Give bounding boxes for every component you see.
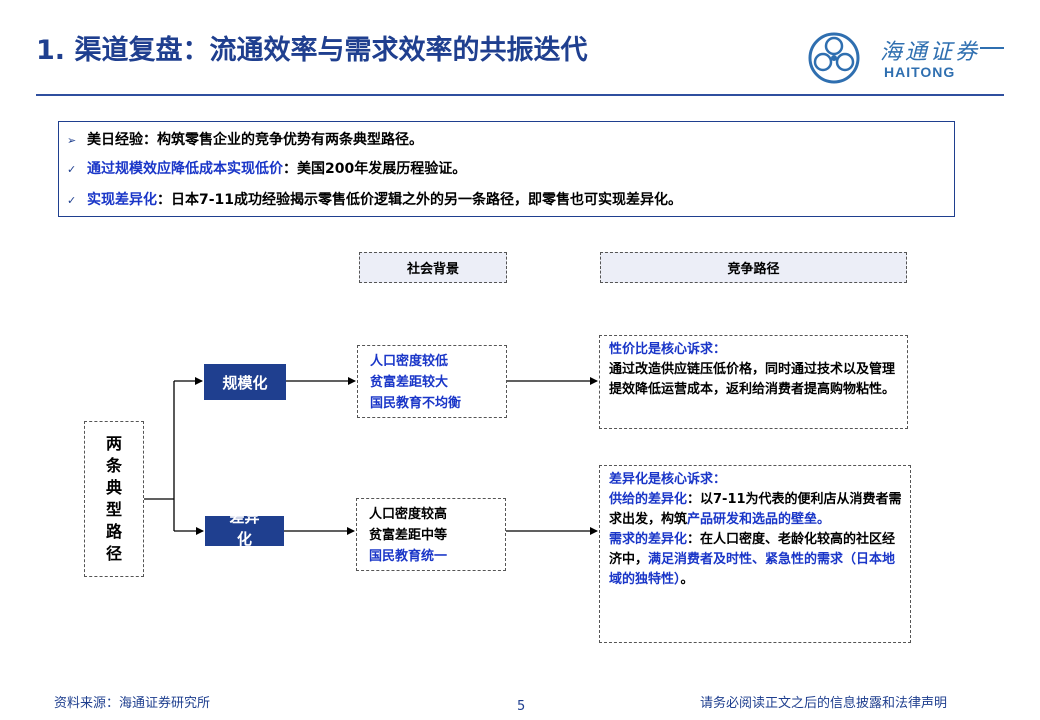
branch-diff-line-2: 化 bbox=[236, 530, 252, 546]
bg-scale-line: 人口密度较低 bbox=[370, 354, 449, 369]
summary-box: ➢ 美日经验：构筑零售企业的竞争优势有两条典型路径。 ✓ 通过规模效应降低成本实现低… bbox=[58, 121, 955, 217]
background-differentiation: 人口密度较高 贫富差距中等 国民教育统一 bbox=[356, 498, 506, 571]
path-diff-demand-end: 。 bbox=[680, 572, 694, 587]
haitong-logo: 海通证券 HAITONG bbox=[804, 30, 1014, 86]
summary-line-3: ✓ 实现差异化：日本7-11成功经验揭示零售低价逻辑之外的另一条路径，即零售也可实… bbox=[67, 189, 682, 209]
branch-scale: 规模化 bbox=[204, 364, 286, 400]
bg-scale-line: 贫富差距较大 bbox=[370, 375, 449, 390]
path-diff-supply-text: ：以7-11为代表的便利店从消费者需求出发，构筑 bbox=[609, 492, 902, 527]
path-diff-supply: 供给的差异化：以7-11为代表的便利店从消费者需求出发，构筑产品研发和选品的壁垒… bbox=[609, 490, 902, 530]
path-differentiation: 差异化是核心诉求： 供给的差异化：以7-11为代表的便利店从消费者需求出发，构筑… bbox=[599, 465, 911, 643]
summary-text-2: ：美国200年发展历程验证。 bbox=[283, 161, 467, 177]
title-divider bbox=[36, 94, 1004, 96]
logo-chinese-text: 海通证券 bbox=[880, 40, 981, 65]
root-char: 条 bbox=[105, 456, 122, 475]
background-scale: 人口密度较低 贫富差距较大 国民教育不均衡 bbox=[357, 345, 507, 418]
summary-text-1: 美日经验：构筑零售企业的竞争优势有两条典型路径。 bbox=[87, 132, 423, 148]
path-diff-heading: 差异化是核心诉求： bbox=[609, 472, 727, 487]
bg-diff-line: 人口密度较高 bbox=[369, 507, 448, 522]
root-char: 型 bbox=[105, 500, 122, 519]
footer-disclaimer: 请务必阅读正文之后的信息披露和法律声明 bbox=[700, 696, 948, 711]
path-diff-demand: 需求的差异化：在人口密度、老龄化较高的社区经济中，满足消费者及时性、紧急性的需求… bbox=[609, 530, 902, 590]
path-scale-heading: 性价比是核心诉求： bbox=[609, 342, 727, 357]
branch-differentiation: 差异 化 bbox=[205, 516, 284, 546]
bg-scale-line: 国民教育不均衡 bbox=[370, 396, 462, 411]
checkmark-icon: ✓ bbox=[67, 163, 77, 176]
root-char: 两 bbox=[105, 434, 122, 453]
header-competition-path: 竞争路径 bbox=[600, 252, 907, 283]
checkmark-icon: ✓ bbox=[67, 194, 77, 207]
path-diff-supply-label: 供给的差异化 bbox=[609, 492, 688, 507]
logo-english-text: HAITONG bbox=[884, 64, 956, 80]
path-scale-body: 通过改造供应链压低价格，同时通过技术以及管理提效降低运营成本，返利给消费者提高购… bbox=[609, 362, 896, 397]
page-number: 5 bbox=[517, 699, 526, 714]
summary-highlight-2: 通过规模效应降低成本实现低价 bbox=[87, 161, 283, 177]
path-diff-supply-highlight: 产品研发和选品的壁垒。 bbox=[687, 512, 831, 527]
triangle-bullet-icon: ➢ bbox=[67, 134, 77, 147]
haitong-logo-icon bbox=[808, 32, 860, 84]
branch-diff-line-1: 差异 bbox=[229, 516, 260, 526]
header-background: 社会背景 bbox=[359, 252, 507, 283]
footer-source: 资料来源：海通证券研究所 bbox=[54, 696, 211, 711]
logo-underline bbox=[980, 47, 1004, 49]
path-diff-demand-label: 需求的差异化 bbox=[609, 532, 688, 547]
root-char: 路 bbox=[105, 522, 122, 541]
summary-text-3: ：日本7-11成功经验揭示零售低价逻辑之外的另一条路径，即零售也可实现差异化。 bbox=[157, 192, 683, 208]
root-node-two-paths: 两 条 典 型 路 径 bbox=[84, 421, 144, 577]
path-diff-demand-highlight: 满足消费者及时性、紧急性的需求（日本地域的独特性） bbox=[609, 552, 896, 587]
page-title: 1. 渠道复盘：流通效率与需求效率的共振迭代 bbox=[36, 35, 588, 66]
summary-line-1: ➢ 美日经验：构筑零售企业的竞争优势有两条典型路径。 bbox=[67, 129, 423, 149]
root-char: 典 bbox=[105, 478, 122, 497]
summary-highlight-3: 实现差异化 bbox=[87, 192, 157, 208]
root-char: 径 bbox=[105, 544, 122, 563]
bg-diff-line: 贫富差距中等 bbox=[369, 528, 448, 543]
path-diff-demand-text: ：在人口密度、老龄化较高的社区经济中， bbox=[609, 532, 896, 567]
bg-diff-line: 国民教育统一 bbox=[369, 549, 448, 564]
path-scale: 性价比是核心诉求： 通过改造供应链压低价格，同时通过技术以及管理提效降低运营成本… bbox=[599, 335, 908, 429]
summary-line-2: ✓ 通过规模效应降低成本实现低价：美国200年发展历程验证。 bbox=[67, 158, 466, 178]
